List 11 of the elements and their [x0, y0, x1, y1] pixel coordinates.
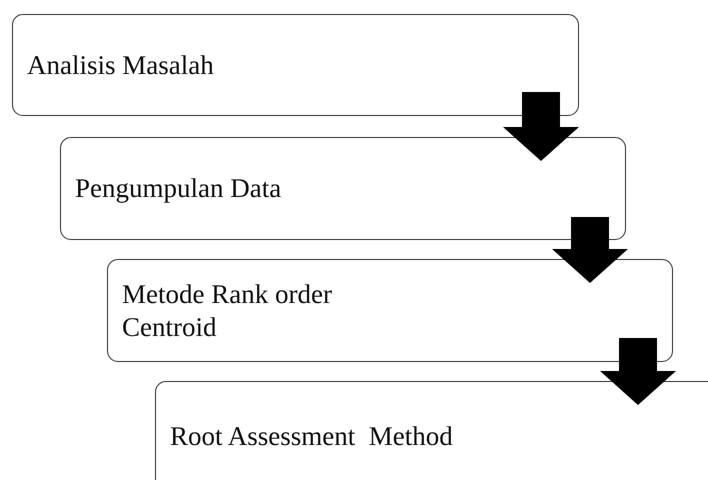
block-arrow: [552, 217, 628, 283]
process-box: [12, 14, 579, 116]
block-arrow: [600, 338, 676, 405]
step-label: Pengumpulan Data: [75, 172, 282, 205]
block-arrow: [503, 92, 579, 161]
step-label: Root Assessment Method: [170, 420, 453, 452]
process-box: [60, 137, 626, 240]
process-box: [107, 259, 673, 362]
process-box: [155, 381, 708, 480]
step-label: Metode Rank order Centroid: [122, 278, 333, 343]
step-label: Analisis Masalah: [27, 48, 214, 82]
